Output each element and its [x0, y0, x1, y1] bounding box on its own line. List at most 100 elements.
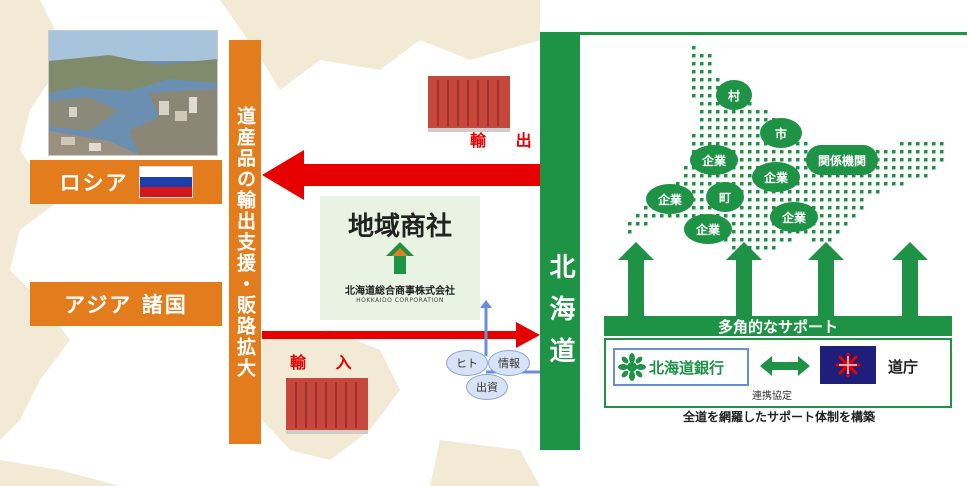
map-dot [732, 142, 736, 146]
map-dot [884, 158, 888, 162]
export-support-vertical-bar: 道産品の輸出支援・販路拡大 [229, 40, 261, 444]
map-dot [700, 198, 704, 202]
map-dot [940, 142, 944, 146]
company-node: 企業 [752, 162, 800, 192]
map-dot [732, 246, 736, 250]
map-dot [828, 206, 832, 210]
map-dot [716, 174, 720, 178]
map-dot [708, 182, 712, 186]
map-dot [820, 230, 824, 234]
map-dot [708, 54, 712, 58]
regional-trading-company-box: 地域商社 北海道総合商事株式会社 HOKKAIDO CORPORATION [320, 196, 480, 320]
map-dot [836, 198, 840, 202]
map-dot [804, 142, 808, 146]
map-dot [804, 190, 808, 194]
trading-company-title: 地域商社 [347, 212, 452, 242]
map-dot [828, 238, 832, 242]
hokkaido-panel [580, 32, 967, 453]
map-dot [804, 150, 808, 154]
map-dot [892, 182, 896, 186]
company-node: 企業 [646, 184, 694, 214]
export-label: 輸 出 [470, 131, 544, 150]
export-arrow [262, 150, 540, 200]
map-dot [668, 214, 672, 218]
map-dot [924, 174, 928, 178]
map-dot [756, 110, 760, 114]
map-dot [756, 230, 760, 234]
map-dot [748, 198, 752, 202]
map-dot [740, 134, 744, 138]
hokkaido-label: 北海道 [545, 253, 575, 379]
map-dot [740, 206, 744, 210]
map-dot [836, 230, 840, 234]
map-dot [700, 78, 704, 82]
map-dot [764, 222, 768, 226]
map-dot [860, 198, 864, 202]
map-dot [724, 238, 728, 242]
map-dot [708, 134, 712, 138]
map-dot [756, 238, 760, 242]
map-dot [692, 70, 696, 74]
map-dot [756, 134, 760, 138]
map-dot [828, 190, 832, 194]
map-dot [740, 158, 744, 162]
map-dot [908, 166, 912, 170]
map-dot [748, 206, 752, 210]
map-dot [780, 158, 784, 162]
map-dot [708, 94, 712, 98]
map-dot [764, 246, 768, 250]
map-dot [772, 158, 776, 162]
map-dot [924, 150, 928, 154]
russia-label-box: ロシア [30, 160, 222, 204]
map-dot [700, 86, 704, 90]
map-dot [748, 238, 752, 242]
map-dot [908, 158, 912, 162]
map-dot [844, 174, 848, 178]
import-arrow [262, 322, 540, 348]
map-dot [700, 54, 704, 58]
map-dot [788, 198, 792, 202]
map-dot [700, 94, 704, 98]
partnership-arrow [760, 356, 810, 376]
map-dot [748, 182, 752, 186]
map-dot [708, 206, 712, 210]
map-dot [700, 118, 704, 122]
map-dot [812, 190, 816, 194]
info-label: 情報 [498, 357, 520, 370]
map-dot [756, 222, 760, 226]
map-dot [828, 198, 832, 202]
map-dot [748, 214, 752, 218]
map-dot [908, 174, 912, 178]
map-dot [780, 230, 784, 234]
map-dot [820, 214, 824, 218]
map-dot [732, 118, 736, 122]
map-dot [860, 182, 864, 186]
map-dot [780, 150, 784, 154]
node-label: 町 [718, 190, 731, 205]
asia-label: アジア 諸国 [64, 293, 188, 317]
map-dot [884, 174, 888, 178]
map-dot [924, 166, 928, 170]
map-dot [708, 70, 712, 74]
map-dot [876, 174, 880, 178]
map-dot [740, 182, 744, 186]
map-dot [836, 206, 840, 210]
map-dot [700, 182, 704, 186]
map-dot [876, 166, 880, 170]
map-dot [748, 110, 752, 114]
map-dot [764, 198, 768, 202]
map-dot [700, 110, 704, 114]
node-label: 企業 [701, 153, 726, 168]
map-dot [764, 150, 768, 154]
map-dot [924, 142, 928, 146]
map-dot [684, 174, 688, 178]
map-dot [756, 158, 760, 162]
map-dot [724, 214, 728, 218]
map-dot [788, 238, 792, 242]
map-dot [884, 182, 888, 186]
map-dot [756, 150, 760, 154]
support-frame [604, 338, 952, 408]
map-dot [636, 214, 640, 218]
map-dot [772, 246, 776, 250]
map-dot [820, 222, 824, 226]
